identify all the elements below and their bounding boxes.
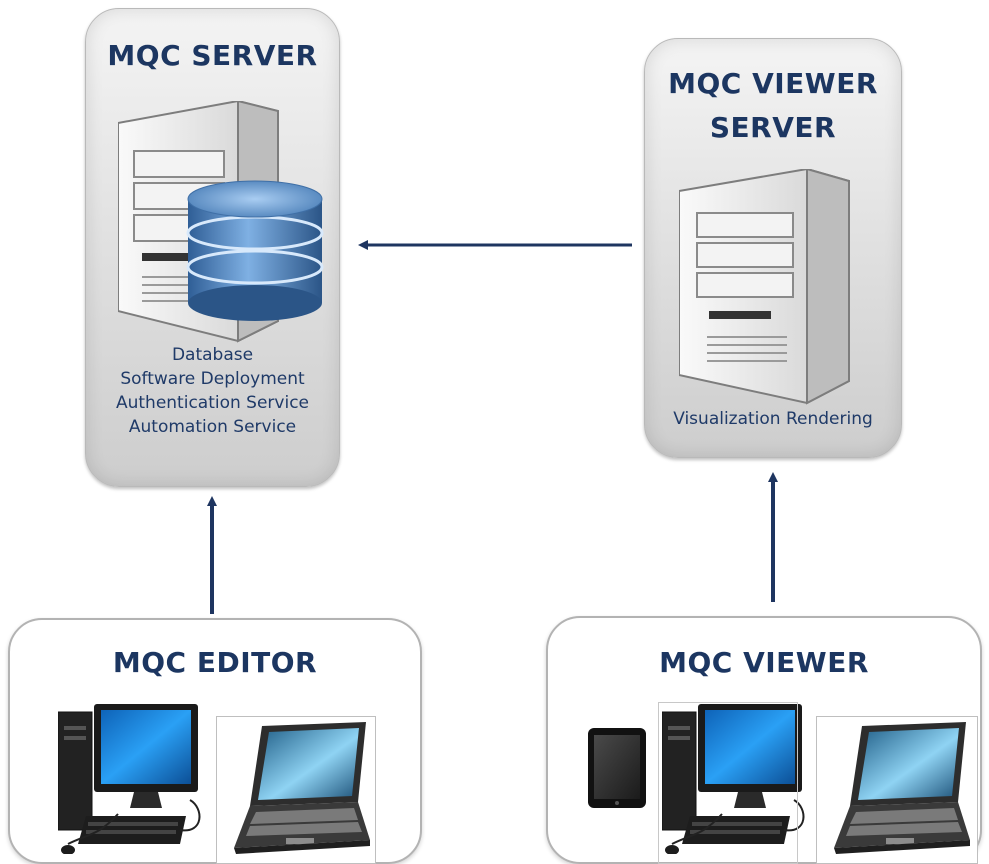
feature-authentication-service: Authentication Service: [115, 393, 310, 413]
desktop-computer-icon: [662, 704, 805, 854]
feature-database: Database: [171, 345, 254, 365]
mqc-viewer-server-title-line1: MQC VIEWER: [668, 67, 878, 100]
tablet-icon: [588, 728, 646, 808]
database-icon: [186, 180, 324, 321]
feature-visualization-rendering: Visualization Rendering: [673, 409, 873, 429]
tower-server-icon: [679, 169, 850, 405]
desktop-computer-icon: [58, 704, 201, 854]
mqc-server-title: MQC SERVER: [107, 39, 318, 72]
mqc-viewer-panel: MQC VIEWER: [546, 616, 982, 864]
mqc-server-features: Database Software Deployment Authenticat…: [86, 343, 339, 439]
mqc-editor-title: MQC EDITOR: [112, 646, 318, 679]
mqc-viewer-server-features: Visualization Rendering: [645, 407, 901, 431]
feature-software-deployment: Software Deployment: [120, 369, 305, 389]
mqc-editor-panel: MQC EDITOR: [8, 618, 422, 864]
feature-automation-service: Automation Service: [128, 417, 297, 437]
laptop-icon: [234, 722, 370, 854]
laptop-icon: [834, 722, 970, 854]
mqc-server-panel: MQC SERVER: [85, 8, 340, 487]
desktop-frame: [658, 702, 798, 864]
mqc-viewer-server-panel: MQC VIEWER SERVER Visualization Renderin…: [644, 38, 902, 458]
mqc-viewer-title: MQC VIEWER: [659, 646, 869, 679]
mqc-viewer-server-title-line2: SERVER: [709, 111, 837, 144]
